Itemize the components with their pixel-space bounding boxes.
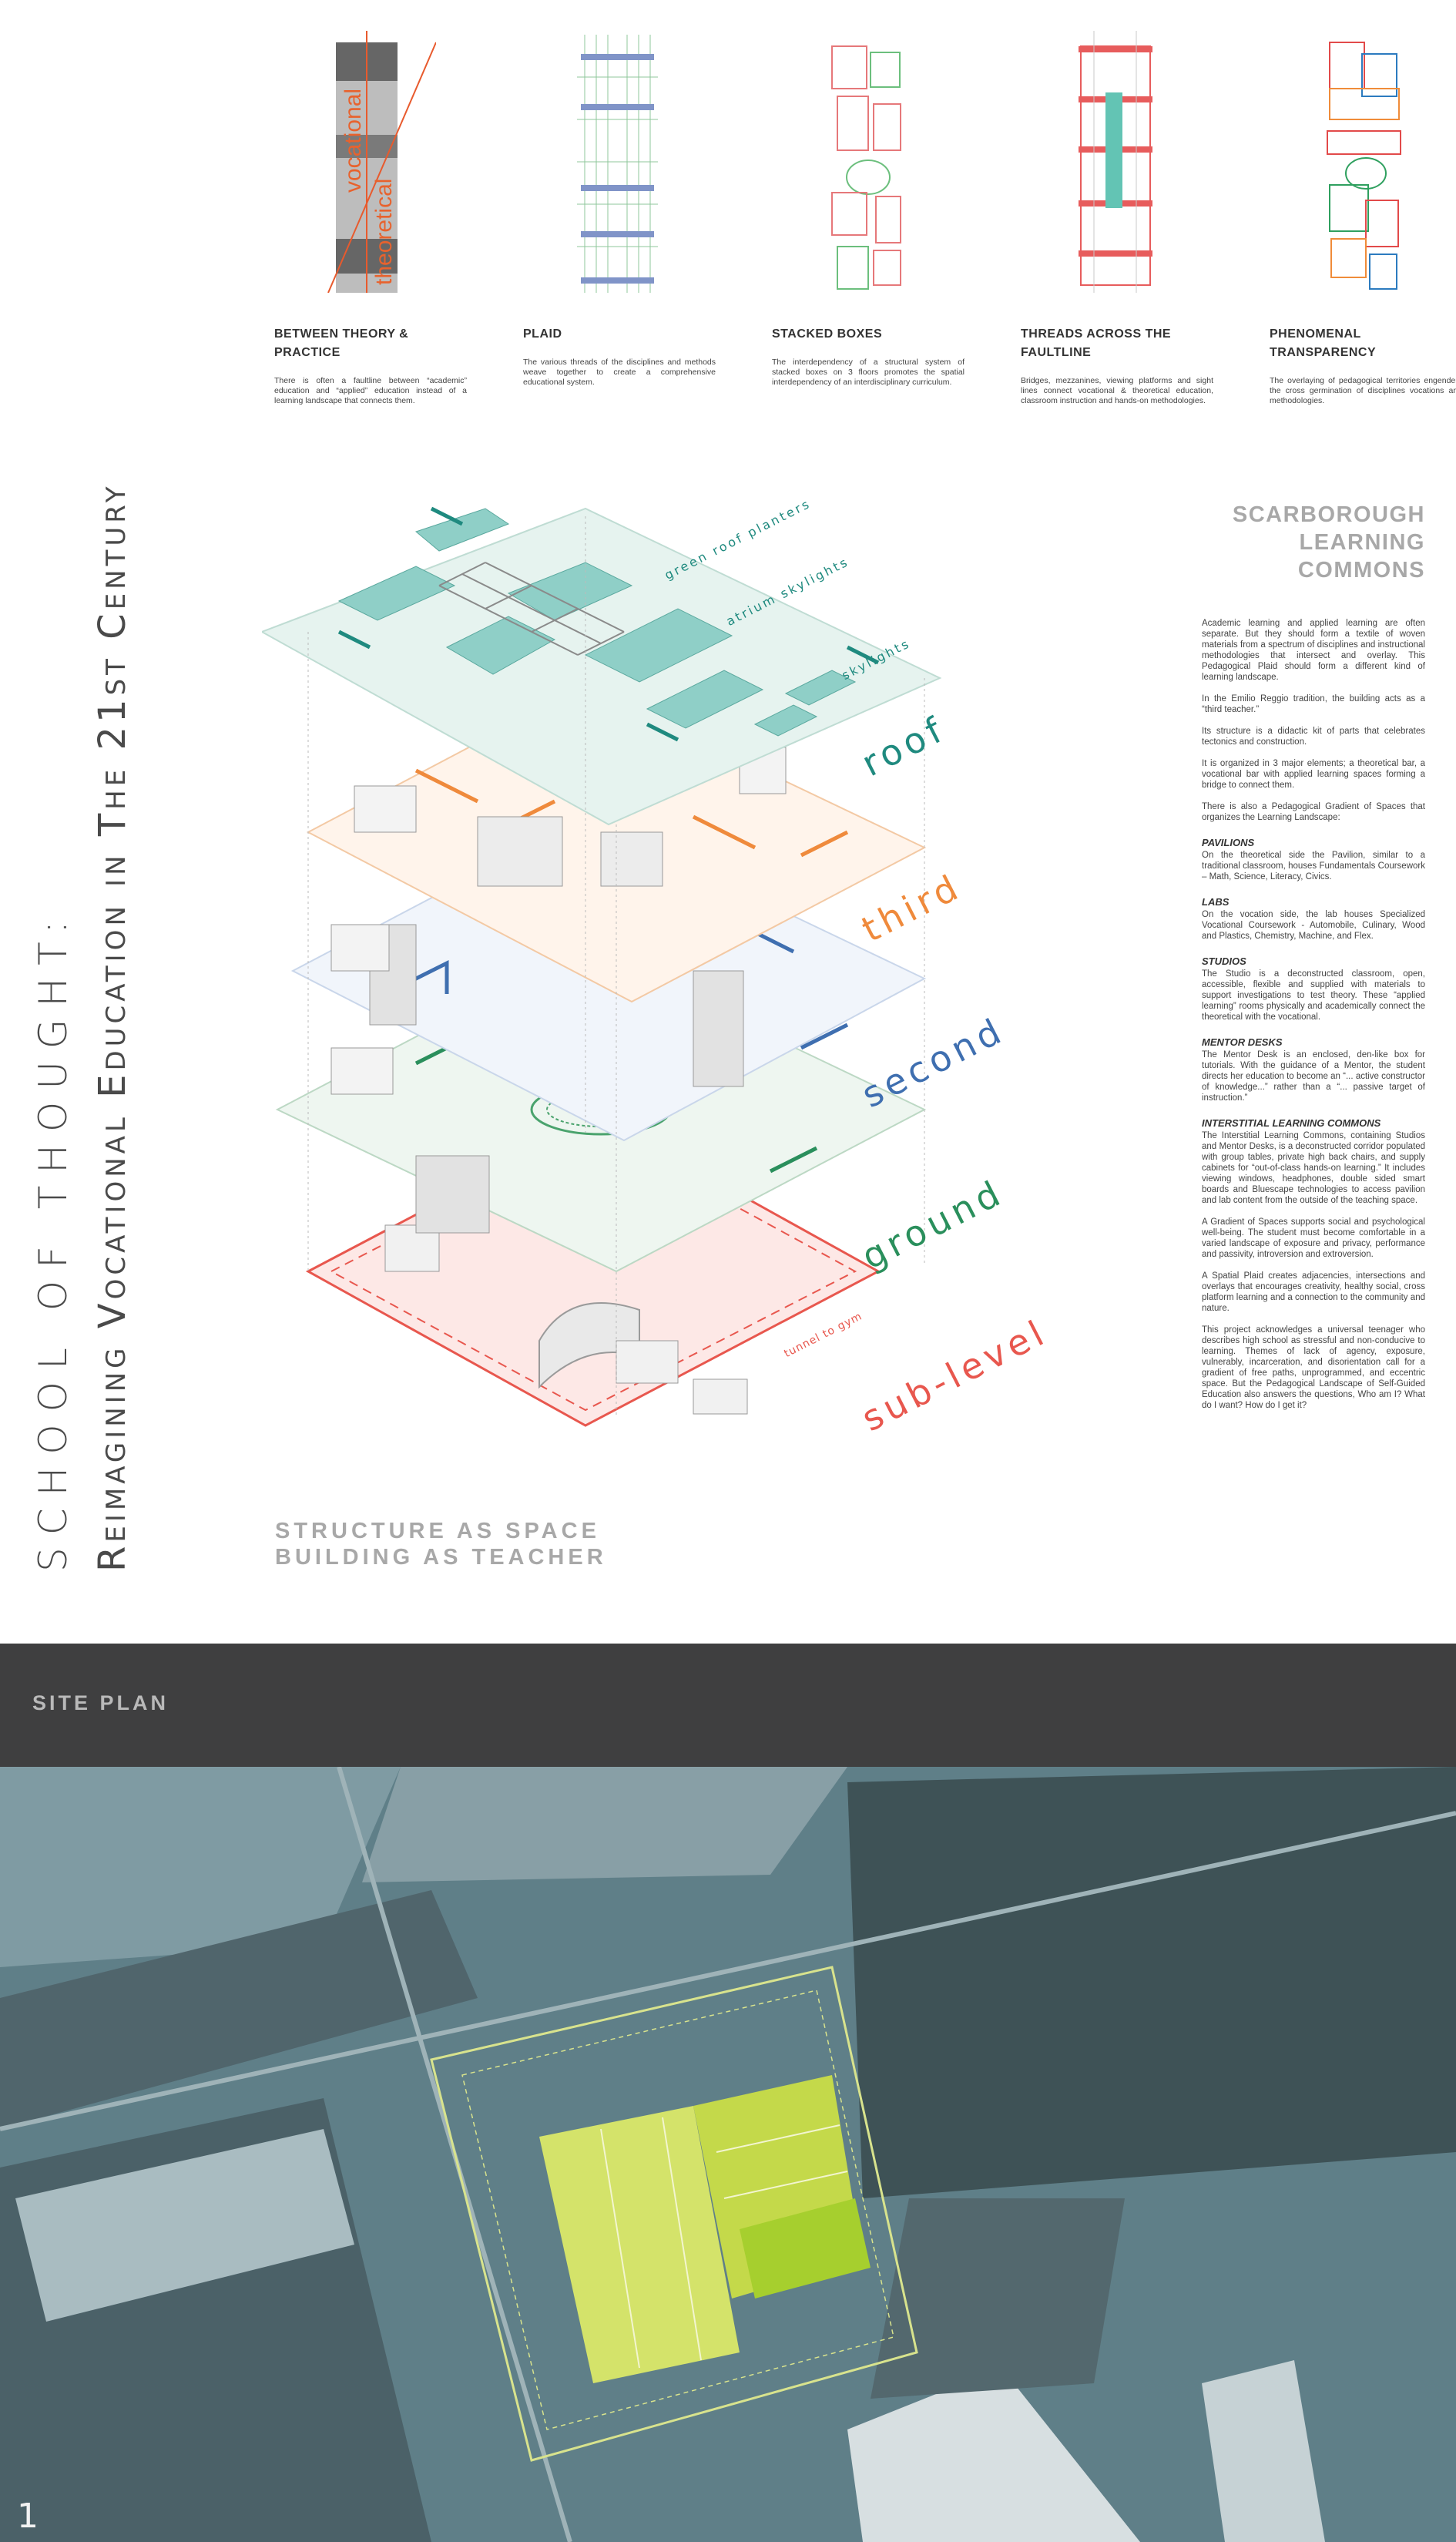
section-title: INTERSTITIAL LEARNING COMMONS — [1202, 1117, 1381, 1129]
concept-diagram-2 — [554, 31, 658, 293]
section-title: MENTOR DESKS — [1202, 1036, 1283, 1048]
caption-line-1: STRUCTURE AS SPACE — [275, 1519, 600, 1543]
concept-heading: PLAID — [523, 327, 562, 341]
concept-diagram-1: vocational theoretical — [305, 31, 437, 294]
section-title: PAVILIONS — [1202, 837, 1255, 848]
exploded-axonometric: green roof planters atrium skylights sky… — [260, 493, 1094, 1518]
commons-heading-line: SCARBOROUGH — [1232, 502, 1425, 527]
concept-plaid: PLAID The various threads of the discipl… — [523, 31, 716, 388]
intro-paragraph: Academic learning and applied learning a… — [1202, 619, 1425, 682]
concept-heading: STACKED BOXES — [772, 327, 883, 341]
section-text: The Mentor Desk is an enclosed, den-like… — [1202, 1050, 1425, 1103]
intro-paragraph: Its structure is a didactic kit of parts… — [1202, 727, 1425, 747]
concept-threads-across-faultline: THREADS ACROSS THE FAULTLINE Bridges, me… — [1021, 31, 1213, 406]
intro-paragraph: In the Emilio Reggio tradition, the buil… — [1202, 694, 1425, 714]
commons-heading-line: LEARNING — [1299, 530, 1425, 555]
learning-commons-text: SCARBOROUGH LEARNING COMMONS Academic le… — [1202, 501, 1425, 1422]
commons-heading: SCARBOROUGH LEARNING COMMONS — [1202, 501, 1425, 584]
section-text: On the theoretical side the Pavilion, si… — [1202, 851, 1425, 881]
concept-text: There is often a faultline between “acad… — [274, 376, 467, 405]
concept-heading: THREADS ACROSS THE FAULTLINE — [1021, 327, 1172, 359]
outro-paragraph: This project acknowledges a universal te… — [1202, 1325, 1425, 1410]
concept-heading: BETWEEN THEORY & PRACTICE — [274, 327, 409, 359]
section-title: LABS — [1202, 896, 1230, 908]
concept-stacked-boxes: STACKED BOXES The interdependency of a s… — [772, 31, 965, 388]
title-line-1: SCHOOL OF THOUGHT: — [31, 908, 75, 1572]
intro-paragraph: It is organized in 3 major elements; a t… — [1202, 759, 1425, 790]
concept-phenomenal-transparency: PHENOMENAL TRANSPARENCY The overlaying o… — [1270, 31, 1456, 406]
site-plan-header: SITE PLAN — [0, 1644, 1456, 1767]
third-plan — [306, 684, 927, 1003]
drawing-caption: STRUCTURE AS SPACE BUILDING AS TEACHER — [275, 1518, 607, 1570]
concept-diagram-5 — [1300, 31, 1401, 293]
theoretical-label: theoretical — [371, 179, 397, 285]
concept-heading: PHENOMENAL TRANSPARENCY — [1270, 327, 1377, 359]
concept-text: The various threads of the disciplines a… — [523, 358, 716, 387]
concept-between-theory-practice: vocational theoretical BETWEEN THEORY & … — [274, 31, 467, 406]
site-plan-aerial — [0, 1767, 1456, 2542]
site-plan-label: SITE PLAN — [32, 1691, 169, 1714]
section-text: The Interstitial Learning Commons, conta… — [1202, 1131, 1425, 1205]
page-number: 1 — [17, 2497, 39, 2536]
section-title: STUDIOS — [1202, 955, 1246, 967]
title-line-2: Reimagining Vocational Education in The … — [91, 482, 134, 1572]
commons-heading-line: COMMONS — [1297, 558, 1425, 583]
roof-plan — [260, 506, 942, 826]
concept-text: The interdependency of a structural syst… — [772, 358, 965, 387]
section-text: The Studio is a deconstructed classroom,… — [1202, 969, 1425, 1022]
outro-paragraph: A Gradient of Spaces supports social and… — [1202, 1217, 1425, 1259]
intro-paragraph: There is also a Pedagogical Gradient of … — [1202, 802, 1425, 822]
outro-paragraph: A Spatial Plaid creates adjacencies, int… — [1202, 1271, 1425, 1313]
section-text: On the vocation side, the lab houses Spe… — [1202, 910, 1425, 941]
vertical-title: SCHOOL OF THOUGHT: Reimagining Vocationa… — [31, 31, 139, 1572]
concept-diagram-3 — [803, 31, 903, 293]
vocational-label: vocational — [341, 89, 366, 193]
caption-line-2: BUILDING AS TEACHER — [275, 1545, 607, 1570]
concept-text: The overlaying of pedagogical territorie… — [1270, 376, 1456, 405]
concept-text: Bridges, mezzanines, viewing platforms a… — [1021, 376, 1213, 405]
concept-diagram-4 — [1052, 31, 1152, 293]
